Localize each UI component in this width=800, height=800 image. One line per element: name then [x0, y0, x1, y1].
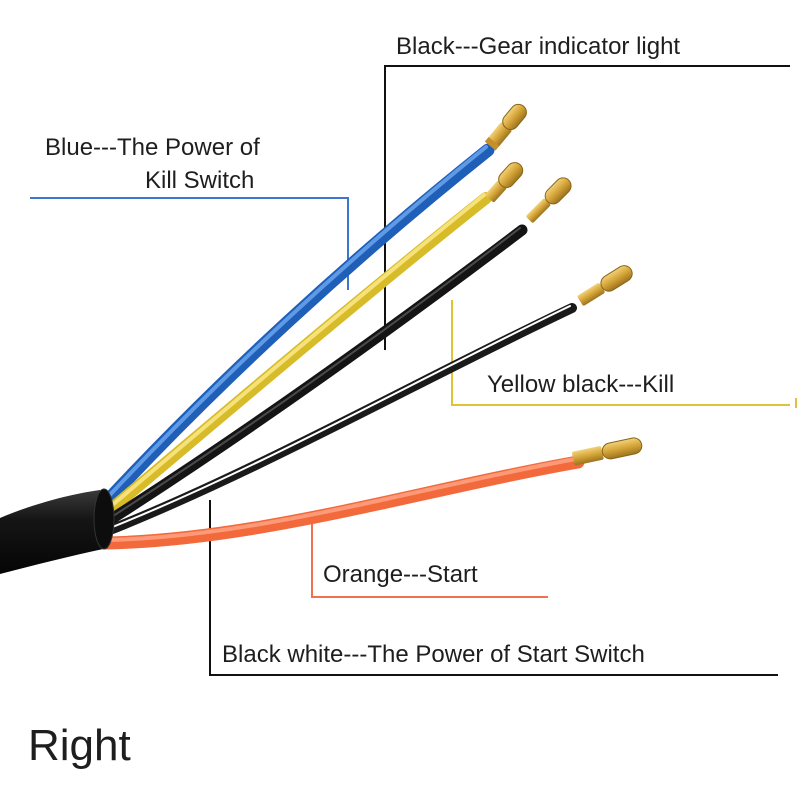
- wire-black-white: [105, 303, 577, 535]
- wire-black: [104, 224, 528, 526]
- wire-black-highlight: [109, 227, 521, 519]
- black-leader-line: [384, 65, 790, 350]
- label-blue-line2: Kill Switch: [145, 167, 254, 194]
- label-right: Right: [28, 721, 131, 770]
- wire-orange: [99, 455, 585, 550]
- terminal-black-white: [577, 265, 633, 306]
- blue-leader-line: [30, 197, 349, 290]
- yellow-black-leader-line: [451, 300, 790, 406]
- wire-orange-highlight: [104, 457, 578, 542]
- wire-yellow-highlight: [108, 193, 486, 509]
- label-black-gear-indicator: Black---Gear indicator light: [396, 33, 680, 60]
- terminal-yellow: [485, 162, 524, 202]
- cable-sheath: [0, 490, 108, 574]
- wire-black-white-stripe: [109, 305, 571, 529]
- label-yellow-black-kill: Yellow black---Kill: [487, 371, 674, 398]
- wires: [99, 143, 585, 550]
- label-blue-line1: Blue---The Power of: [45, 134, 260, 161]
- terminals: [484, 103, 643, 466]
- wire-blue-highlight: [106, 145, 488, 499]
- terminal-orange: [572, 437, 643, 466]
- terminal-black: [526, 177, 572, 223]
- wire-yellow: [104, 192, 492, 516]
- cable-sheath-end: [93, 488, 115, 550]
- label-black-white-start-power: Black white---The Power of Start Switch: [222, 641, 645, 668]
- black-white-leader-line: [209, 500, 778, 676]
- orange-leader-line: [311, 522, 548, 598]
- label-orange-start: Orange---Start: [323, 561, 478, 588]
- terminal-blue: [484, 103, 527, 151]
- wire-blue: [101, 143, 495, 507]
